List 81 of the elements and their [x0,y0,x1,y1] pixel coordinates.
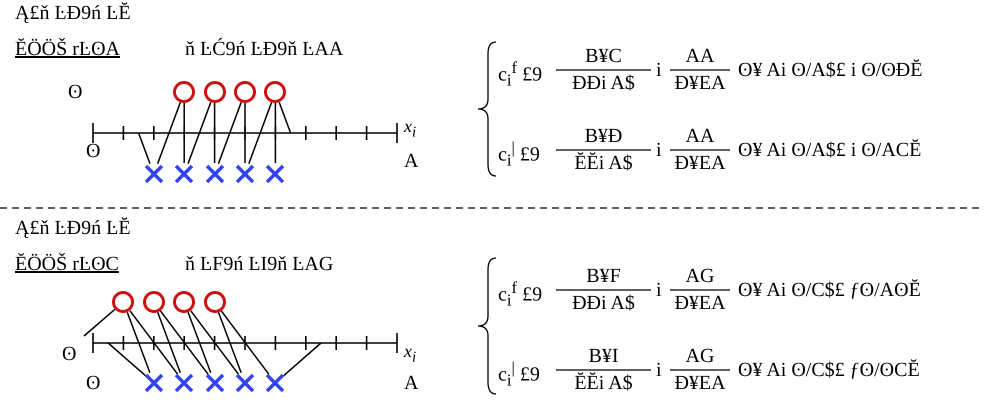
circle-marker [234,81,256,103]
connector-line [274,103,276,163]
cross-marker [142,372,165,394]
denominator: Đ¥EA [673,153,727,173]
numerator: B¥C [584,46,623,66]
equation-term: c$_{i}$$^{f}$ £9 [498,280,542,310]
connector-line [138,132,151,164]
circle-marker [142,291,165,313]
circle-marker [264,81,286,103]
equation-term: c$_{i}$$^{f}$ £9 [498,60,542,90]
equation-term: c$_{i}$$^{|}$ £9 [498,140,540,170]
axis-label: ʘ [68,82,82,102]
cross-marker [204,372,226,394]
cross-marker [173,372,196,394]
connector-line [160,310,209,375]
heading-text: Ą£ň ĿĐ9ń ĿĔ [15,3,131,23]
axis-label: A [404,373,418,393]
connector-line [244,103,246,163]
heading-text: ň ĿĆ9ń ĿĐ9ň ĿAA [185,39,344,59]
cross-marker [264,163,286,185]
equation-term: ʘ¥ Ai ʘ/A$£ i ʘ/ACĔ [738,140,922,160]
circle-marker [173,81,196,103]
equation-term: ʘ¥ Ai ʘ/C$£ ƒʘ/ʘCĔ [738,360,920,380]
denominator: ĐĐi A$ [571,73,636,93]
denominator: ĔĔi A$ [573,153,634,173]
cross-marker [173,163,196,185]
connector-line [278,102,292,134]
cross-marker [142,163,165,185]
connector-line [129,310,178,375]
connector-line [218,102,242,164]
numerator: AG [684,266,716,286]
connector-line [218,312,242,373]
cross-marker [234,372,256,394]
connector-line [183,103,185,163]
numerator: B¥I [588,346,620,366]
heading-text: Ą£ň ĿĐ9ń ĿĔ [15,218,131,238]
equation-term: i [656,140,662,160]
heading-text: ĔÖÖŠ rĿʘA [15,39,120,59]
denominator: ĔĔi A$ [573,373,634,393]
connector-line [156,312,182,373]
axis-label: ʘ [86,141,100,161]
equation-term: c$_{i}$$^{|}$ £9 [498,360,540,390]
equation-term: i [656,280,662,300]
numerator: AA [684,126,716,146]
heading-text: ĔÖÖŠ rĿʘC [15,254,119,274]
circle-marker [204,81,226,103]
circle-marker [173,291,196,313]
cross-marker [204,163,226,185]
connector-line [108,342,146,376]
equation-term: ʘ¥ Ai ʘ/C$£ ƒʘ/AʘĔ [738,280,921,300]
connector-line [220,310,270,375]
equation-term: i [656,360,662,380]
connector-line [187,102,212,164]
numerator: AA [684,46,716,66]
axis-label: ʘ [62,344,76,364]
axis-label: A [404,151,418,171]
equation-term: ʘ¥ Ai ʘ/A$£ i ʘ/ʘĐĔ [738,60,922,80]
denominator: Đ¥EA [673,293,727,313]
numerator: AG [684,346,716,366]
connector-line [283,342,322,376]
connector-line [190,310,239,375]
numerator: B¥Đ [584,126,624,146]
connector-line [156,102,182,164]
connector-line [214,103,216,163]
axis-label: x$_{i}$ [404,117,416,141]
numerator: B¥F [585,266,622,286]
connector-line [187,312,212,373]
denominator: Đ¥EA [673,373,727,393]
axis-label: x$_{i}$ [404,342,416,366]
equation-term: i [656,60,662,80]
heading-text: ň ĿF9ń ĿI9ň ĿAG [185,254,334,274]
denominator: Đ¥EA [673,73,727,93]
circle-marker [204,291,226,313]
circle-marker [112,291,134,313]
axis-label: ʘ [86,373,100,393]
denominator: ĐĐi A$ [571,293,636,313]
connector-line [126,312,151,373]
cross-marker [234,163,256,185]
connector-line [248,102,272,164]
connector-line [84,308,116,337]
cross-marker [264,372,286,394]
